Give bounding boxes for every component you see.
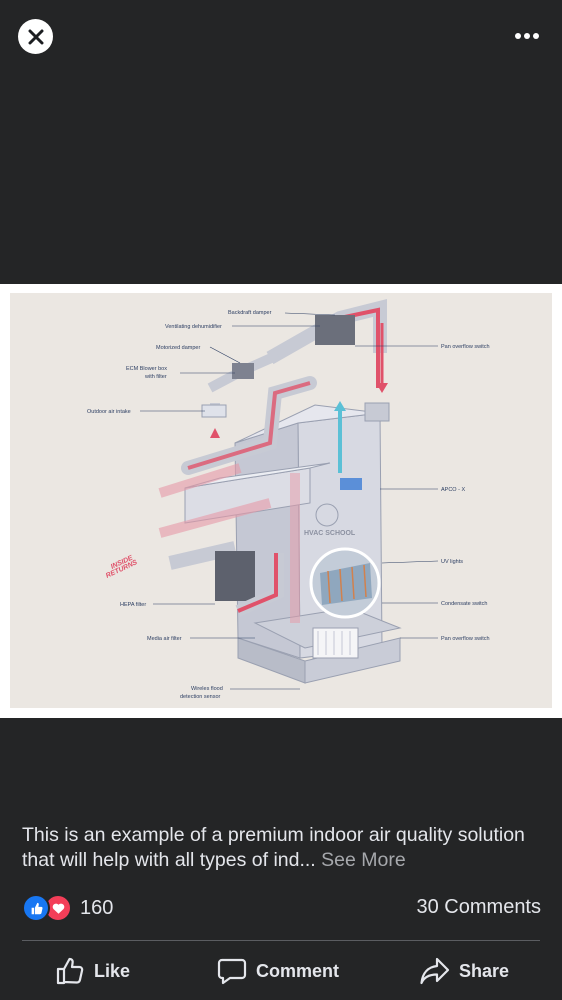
label-pan-overflow-switch-bottom: Pan overflow switch [441, 636, 490, 642]
label-backdraft-damper: Backdraft damper [228, 310, 272, 316]
like-reaction-icon [22, 894, 50, 922]
label-apco-x: APCO - X [441, 487, 465, 493]
post-photo[interactable]: HVAC SCHOOL Backdraft damper Ventilating… [0, 284, 562, 718]
post-caption: This is an example of a premium indoor a… [22, 823, 542, 872]
viewer-top-bar [0, 0, 562, 80]
like-icon [56, 957, 84, 985]
label-flood-sensor-line2: detection sensor [180, 694, 221, 700]
label-hepa-filter: HEPA filter [120, 602, 146, 608]
like-label: Like [94, 960, 131, 981]
comment-label: Comment [256, 960, 340, 981]
label-ecm-blower-line1: ECM Blower box [126, 366, 167, 372]
label-ecm-blower-line2: with filter [144, 374, 167, 380]
label-flood-sensor-line1: Wireles flood [191, 686, 223, 692]
caption-text: This is an example of a premium indoor a… [22, 824, 525, 871]
comments-count-link[interactable]: 30 Comments [416, 896, 542, 918]
close-icon [28, 29, 43, 44]
share-button[interactable]: Share [419, 954, 509, 988]
share-label: Share [459, 960, 510, 981]
reaction-count: 160 [80, 896, 114, 919]
hvac-diagram-image: HVAC SCHOOL Backdraft damper Ventilating… [10, 293, 552, 708]
divider [22, 940, 540, 941]
comment-icon [217, 958, 247, 985]
share-icon [420, 957, 450, 985]
label-pan-overflow-switch-top: Pan overflow switch [441, 344, 490, 350]
close-button[interactable] [18, 19, 53, 54]
more-options-button[interactable] [514, 26, 540, 46]
watermark-text: HVAC SCHOOL [304, 530, 356, 537]
like-button[interactable]: Like [54, 954, 130, 988]
reactions-summary[interactable]: 160 [22, 894, 113, 922]
label-motorized-damper: Motorized damper [156, 345, 200, 351]
label-outdoor-air-intake: Outdoor air intake [87, 409, 131, 415]
comment-button[interactable]: Comment [216, 954, 339, 988]
label-condensate-switch: Condensate switch [441, 601, 487, 607]
label-media-air-filter: Media air filter [147, 636, 182, 642]
see-more-link[interactable]: See More [321, 848, 406, 871]
label-uv-lights: UV lights [441, 559, 463, 565]
label-ventilating-dehumidifier: Ventilating dehumidifier [165, 324, 222, 330]
more-horizontal-icon [515, 33, 539, 39]
